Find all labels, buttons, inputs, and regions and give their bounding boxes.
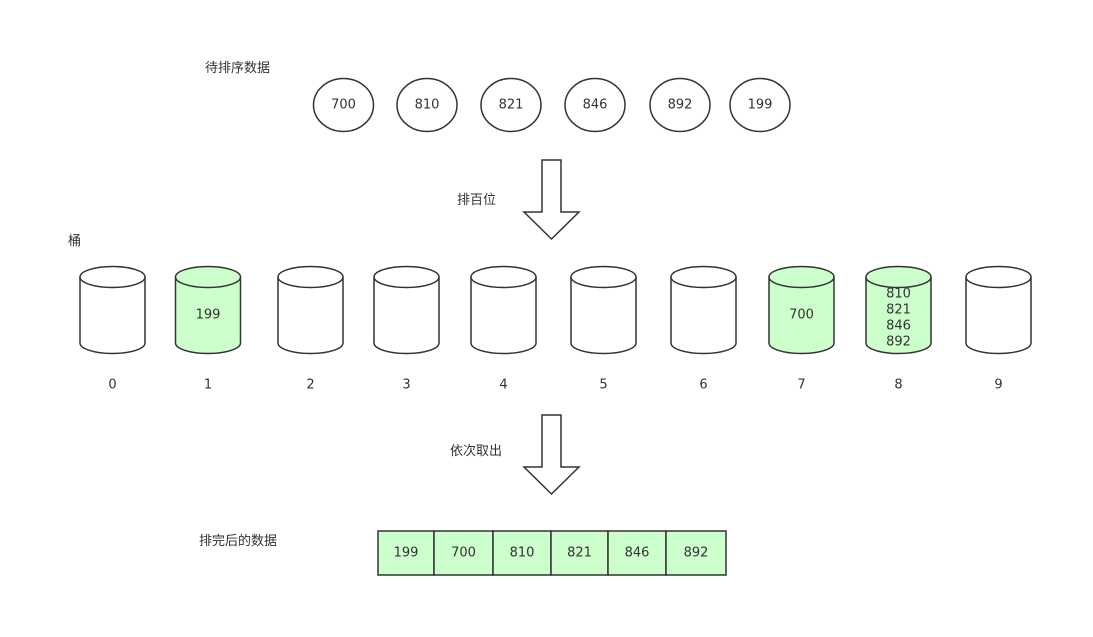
input-value-circle: [396, 77, 458, 133]
bucket-top: [373, 265, 440, 289]
sorted-data-label: 排完后的数据: [199, 534, 278, 549]
input-data-label: 待排序数据: [205, 61, 271, 76]
bucket-body: [174, 277, 242, 355]
bucket-value: 892: [886, 335, 911, 350]
input-value-circle: [649, 77, 711, 133]
sorted-cell: 892: [665, 530, 727, 576]
input-value-circle: [564, 77, 626, 133]
sorted-cell-value: 892: [684, 546, 709, 561]
bucket-index-label: 6: [699, 378, 707, 393]
bucket-body: [570, 277, 637, 355]
bucket-value: 821: [886, 303, 911, 318]
down-arrow-collect-icon: [522, 414, 581, 496]
input-values-group: 700 810 821 846 892 199: [312, 77, 791, 133]
input-value-node: 199: [729, 77, 791, 133]
sorted-cell-value: 199: [394, 546, 419, 561]
bucket-4: 4: [470, 265, 537, 393]
bucket-value: 846: [886, 319, 911, 334]
bucket-index-label: 7: [797, 378, 805, 393]
input-value-circle: [480, 77, 542, 133]
sort-hundreds-label: 排百位: [457, 193, 497, 208]
input-value-circle: [312, 77, 375, 133]
bucket-index-label: 4: [499, 378, 507, 393]
bucket-0: 0: [79, 265, 146, 393]
sorted-cell-box: [665, 530, 727, 576]
sorted-cell-value: 700: [451, 546, 476, 561]
sorted-cell-value: 846: [625, 546, 650, 561]
bucket-value: 700: [789, 308, 814, 323]
bucket-top: [277, 265, 344, 289]
bucket-top: [768, 265, 835, 289]
bucket-index-label: 2: [306, 378, 314, 393]
bucket-body: [277, 277, 344, 355]
bucket-body: [373, 277, 440, 355]
input-value-text: 700: [331, 98, 356, 113]
bucket-top: [470, 265, 537, 289]
input-value-text: 810: [415, 98, 440, 113]
bucket-top: [174, 265, 242, 289]
sorted-cell: 821: [550, 530, 609, 576]
bucket-7: 700 7: [768, 265, 835, 393]
bucket-top: [965, 265, 1032, 289]
input-value-text: 199: [748, 98, 773, 113]
bucket-top: [79, 265, 146, 289]
bucket-9: 9: [965, 265, 1032, 393]
down-arrow-sort-icon: [522, 159, 581, 241]
bucket-3: 3: [373, 265, 440, 393]
bucket-index-label: 8: [894, 378, 902, 393]
bucket-body: [965, 277, 1032, 355]
input-value-circle: [729, 77, 791, 133]
sorted-cell-box: [607, 530, 667, 576]
bucket-body: [79, 277, 146, 355]
bucket-body: [470, 277, 537, 355]
sorted-cell: 846: [607, 530, 667, 576]
bucket-value: 810: [886, 287, 911, 302]
bucket-index-label: 5: [599, 378, 607, 393]
input-value-node: 810: [396, 77, 458, 133]
bucket-index-label: 3: [402, 378, 410, 393]
bucket-2: 2: [277, 265, 344, 393]
sorted-cell-value: 810: [510, 546, 535, 561]
input-value-node: 846: [564, 77, 626, 133]
input-value-node: 892: [649, 77, 711, 133]
bucket-body: [670, 277, 737, 355]
bucket-5: 5: [570, 265, 637, 393]
sorted-cell: 810: [492, 530, 552, 576]
bucket-index-label: 9: [994, 378, 1002, 393]
input-value-node: 821: [480, 77, 542, 133]
sorted-cell-value: 821: [567, 546, 592, 561]
buckets-label: 桶: [68, 234, 82, 249]
bucket-index-label: 0: [108, 378, 116, 393]
sorted-output-group: 199 700 810 821 846 892: [377, 530, 727, 576]
sorted-cell: 700: [433, 530, 494, 576]
sorted-cell-box: [492, 530, 552, 576]
input-value-text: 846: [583, 98, 608, 113]
sorted-cell-box: [550, 530, 609, 576]
bucket-6: 6: [670, 265, 737, 393]
input-value-text: 892: [668, 98, 693, 113]
bucket-value: 199: [196, 308, 221, 323]
bucket-body: [768, 277, 835, 355]
bucket-index-label: 1: [204, 378, 212, 393]
sorted-cell: 199: [377, 530, 435, 576]
bucket-top: [570, 265, 637, 289]
bucket-body: [865, 277, 932, 355]
bucket-top: [865, 265, 932, 289]
input-value-node: 700: [312, 77, 375, 133]
bucket-top: [670, 265, 737, 289]
input-value-text: 821: [499, 98, 524, 113]
collect-in-order-label: 依次取出: [450, 444, 503, 459]
